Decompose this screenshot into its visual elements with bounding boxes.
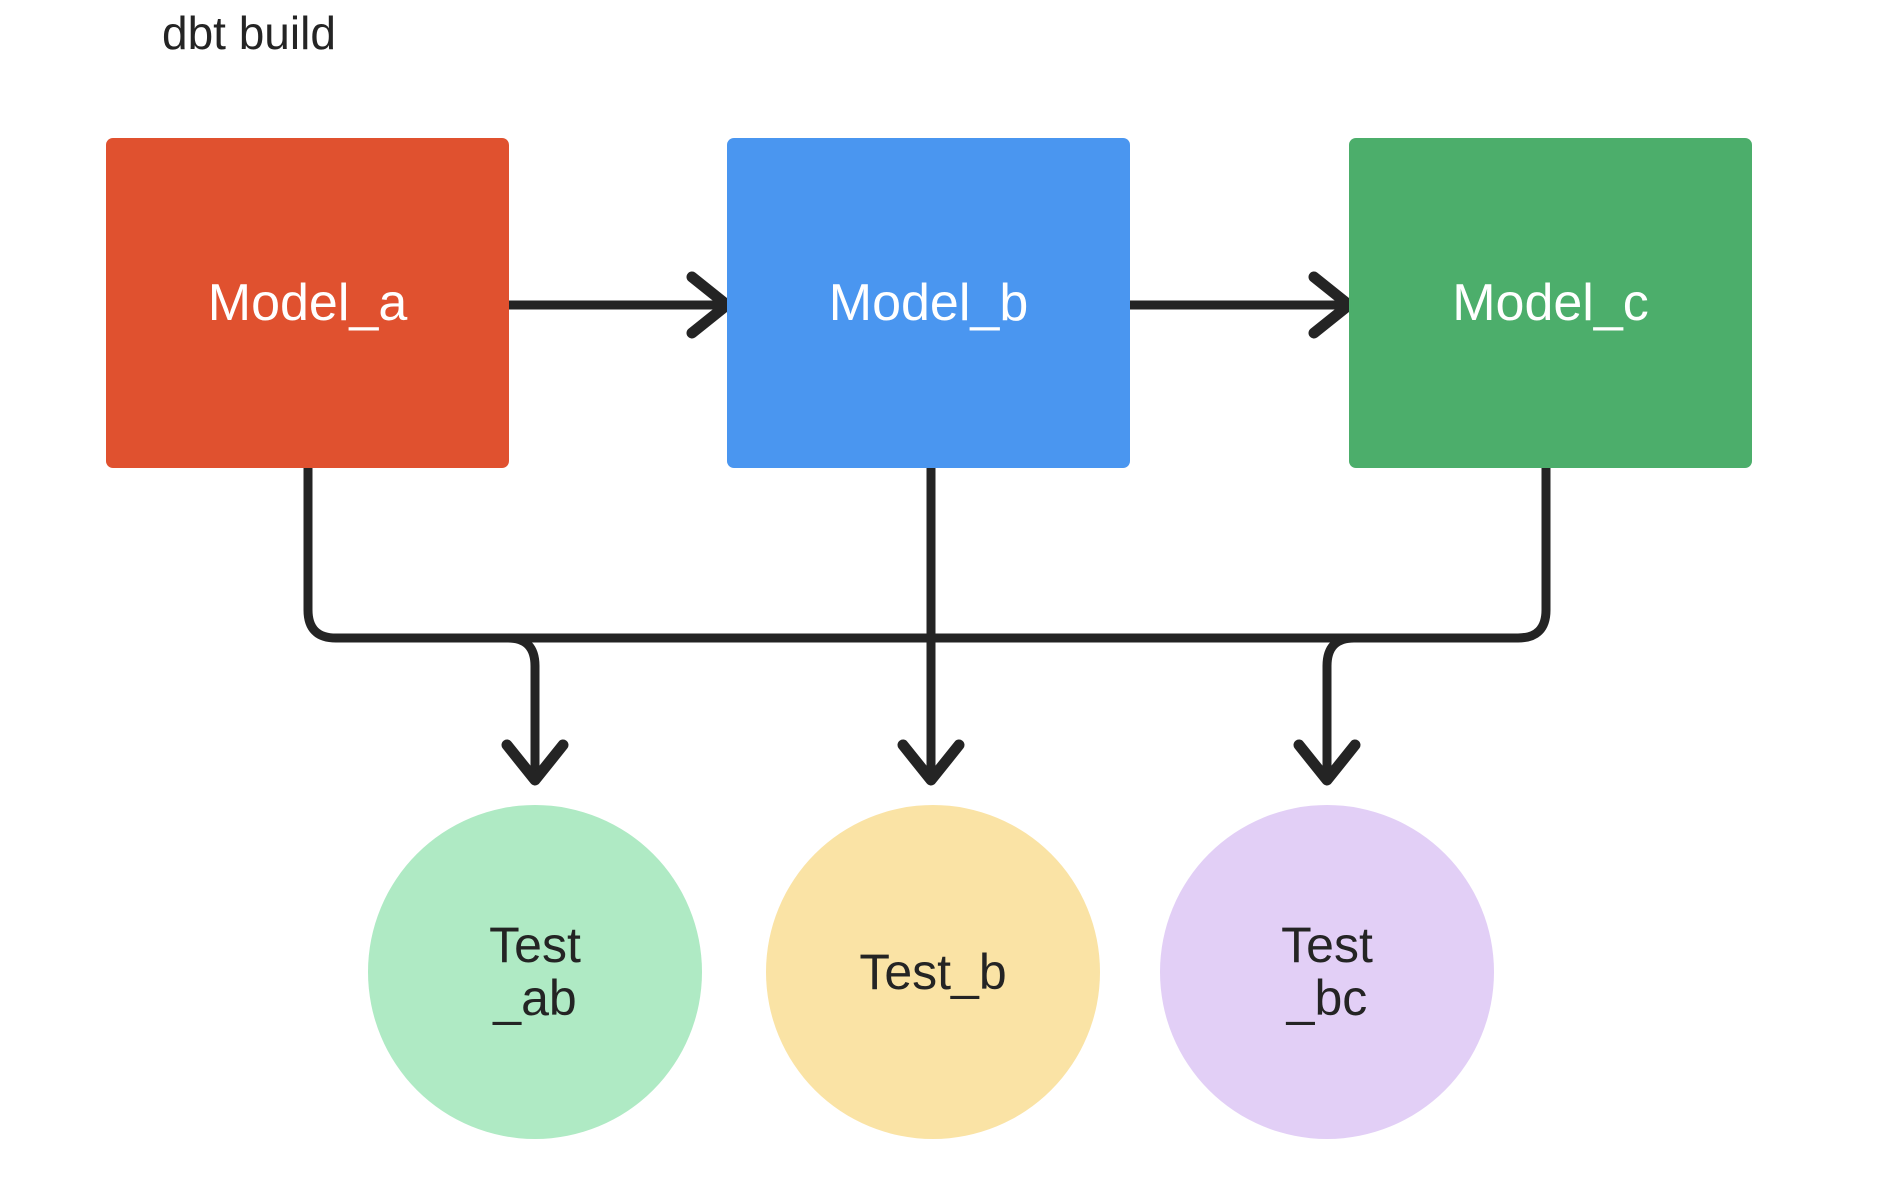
page-title: dbt build [162,7,336,59]
node-test-ab[interactable]: Test _ab [368,805,702,1139]
edge-model-a-to-model-b [509,271,733,339]
node-model-b[interactable]: Model_b [727,138,1130,468]
edge-bus-right [932,468,1551,643]
node-model-a[interactable]: Model_a [106,138,509,468]
node-test-b[interactable]: Test_b [766,805,1100,1139]
edge-model-a-to-test-ab [303,468,932,643]
edge-branch-to-test-ab [501,633,569,786]
edge-branch-to-test-bc [1293,633,1361,786]
edge-model-b-to-model-c [1130,271,1355,339]
node-test-bc[interactable]: Test _bc [1160,805,1494,1139]
node-model-c[interactable]: Model_c [1349,138,1752,468]
edge-model-b-to-test-b [897,468,965,786]
